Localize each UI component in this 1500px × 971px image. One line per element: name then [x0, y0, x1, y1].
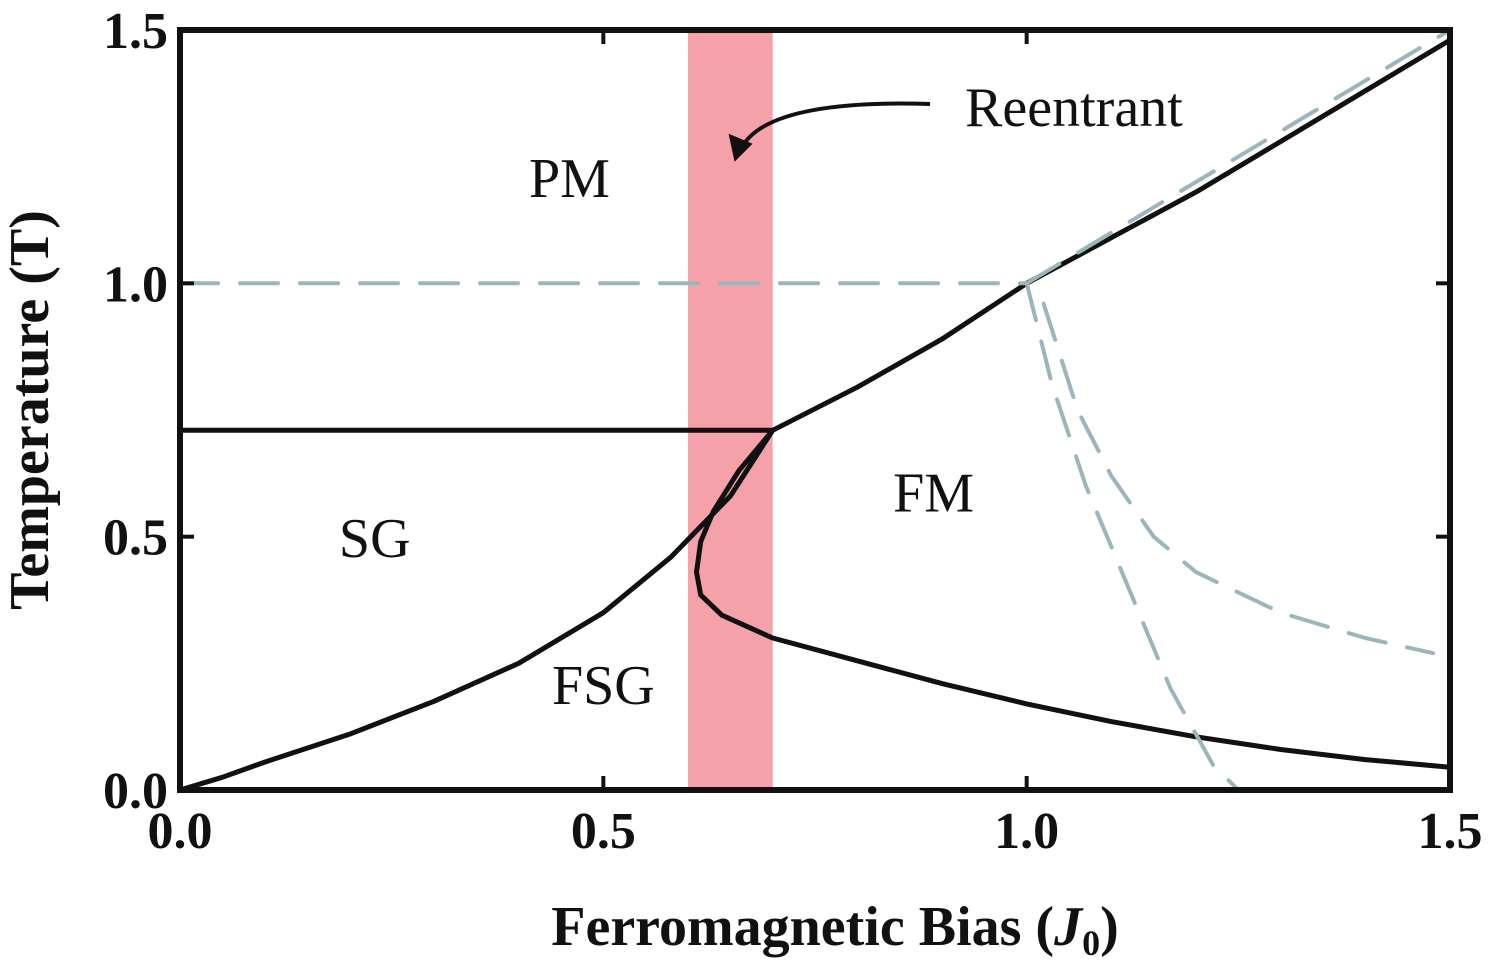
dashed-phase-line-7 [1041, 301, 1436, 656]
x-tick-label: 1.5 [1418, 803, 1483, 860]
x-tick-label: 0.5 [571, 803, 636, 860]
region-label-sg: SG [339, 508, 411, 570]
y-tick-label: 0.5 [103, 510, 168, 567]
region-label-pm: PM [529, 148, 610, 210]
y-axis-title: Temperature (T) [0, 210, 61, 610]
x-tick-label: 1.0 [994, 803, 1059, 860]
x-tick-label: 0.0 [148, 803, 213, 860]
solid-phase-line-2 [177, 427, 776, 793]
solid-phase-line-3 [694, 427, 1453, 770]
y-tick-label: 1.5 [103, 3, 168, 60]
region-label-fsg: FSG [552, 655, 655, 717]
series-layer [177, 28, 1453, 793]
dashed-phase-line-6 [1024, 281, 1241, 792]
y-tick-label: 0.0 [103, 763, 168, 820]
solid-phase-line-0 [770, 37, 1453, 433]
reentrant-band [688, 30, 773, 790]
region-label-fm: FM [893, 462, 974, 524]
x-axis-title-close: ) [1100, 896, 1119, 958]
dashed-phase-line-5 [1024, 28, 1452, 286]
region-label-layer: PM SG FSG FM [339, 148, 974, 717]
x-axis-title: Ferromagnetic Bias (J0) [551, 896, 1118, 963]
reentrant-arrowhead [728, 133, 753, 162]
x-axis-title-var: J [1053, 896, 1084, 958]
x-axis-title-main: Ferromagnetic Bias ( [551, 896, 1054, 958]
annotation-layer: Reentrant [728, 77, 1183, 162]
plot-frame [177, 27, 1453, 793]
reentrant-band-layer [688, 30, 773, 790]
tick-layer: 0.0 0.5 1.0 1.5 0.0 0.5 1.0 1.5 [103, 3, 1483, 860]
x-axis-title-sub: 0 [1082, 923, 1100, 963]
reentrant-label: Reentrant [965, 77, 1183, 139]
y-tick-label: 1.0 [103, 256, 168, 313]
reentrant-arrow [738, 101, 931, 151]
